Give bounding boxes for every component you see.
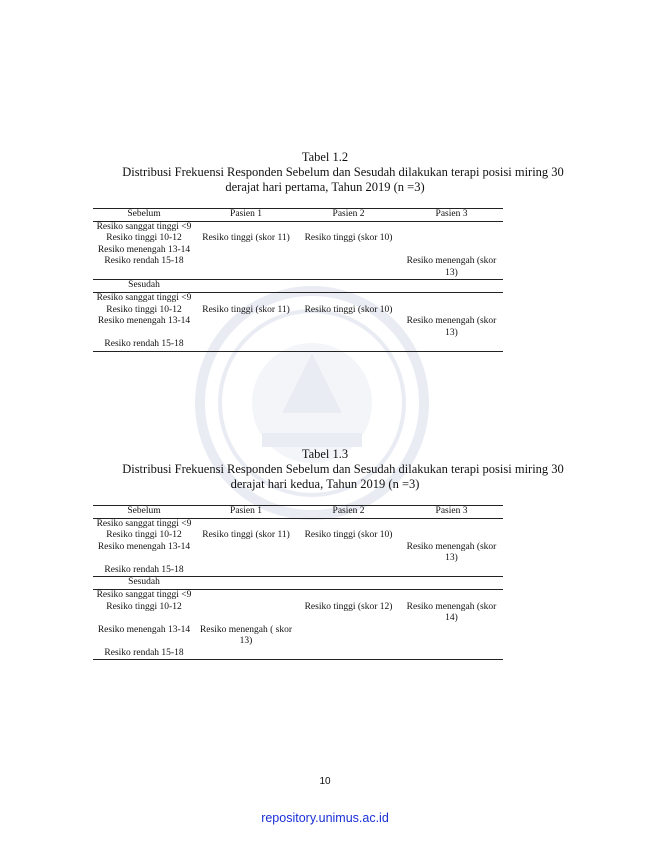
table1: Sebelum Pasien 1 Pasien 2 Pasien 3 Resik…	[93, 208, 503, 352]
cell-value: Resiko tinggi (skor 10)	[304, 304, 393, 315]
row-label: Resiko tinggi 10-12	[106, 233, 182, 243]
row-label: Resiko sanggat tinggi <9	[96, 590, 192, 600]
table-row: Resiko rendah 15-18	[93, 564, 503, 577]
row-label: Resiko menengah 13-14	[97, 624, 191, 635]
row-label: Resiko sanggat tinggi <9	[96, 221, 192, 232]
row-label: Resiko menengah 13-14	[97, 244, 191, 255]
table-row: Resiko tinggi 10-12 Resiko tinggi (skor …	[93, 305, 503, 317]
row-label: Resiko menengah 13-14	[97, 541, 191, 552]
cell-value: Resiko menengah (skor 13)	[400, 256, 503, 280]
table-row: Resiko tinggi 10-12 Resiko tinggi (skor …	[93, 233, 503, 245]
table-row: Resiko sanggat tinggi <9	[93, 590, 503, 602]
cell-value: Resiko menengah (skor 13)	[406, 316, 497, 338]
section-label: Sesudah	[93, 279, 195, 293]
table1-desc-line1: Distribusi Frekuensi Responden Sebelum d…	[122, 165, 564, 179]
cell-value: Resiko tinggi (skor 11)	[202, 530, 290, 540]
row-label: Resiko menengah 13-14	[97, 316, 191, 326]
table2-header-pasien3: Pasien 3	[400, 505, 503, 519]
table-row: Resiko rendah 15-18	[93, 339, 503, 352]
table-row: Resiko menengah 13-14 Resiko menengah ( …	[93, 625, 503, 648]
table2-header-pasien1: Pasien 1	[195, 505, 297, 519]
table-row: Resiko sanggat tinggi <9	[93, 518, 503, 530]
table1-header-sebelum: Sebelum	[93, 208, 195, 222]
table-row: Resiko menengah 13-14	[93, 245, 503, 257]
row-label: Resiko tinggi 10-12	[106, 304, 182, 315]
table2-header-sebelum: Sebelum	[93, 505, 195, 519]
table1-header-pasien1: Pasien 1	[195, 208, 297, 222]
row-label: Resiko rendah 15-18	[93, 647, 195, 660]
table1-section-sesudah: Sesudah	[93, 279, 503, 293]
row-label: Resiko rendah 15-18	[93, 256, 195, 280]
table-row: Resiko rendah 15-18 Resiko menengah (sko…	[93, 256, 503, 280]
cell-value: Resiko tinggi (skor 11)	[202, 304, 290, 315]
row-label: Resiko tinggi 10-12	[106, 530, 182, 540]
table1-header-row: Sebelum Pasien 1 Pasien 2 Pasien 3	[93, 208, 503, 222]
table-row: Resiko sanggat tinggi <9	[93, 293, 503, 305]
cell-value: Resiko tinggi (skor 11)	[202, 233, 290, 243]
table-row: Resiko menengah 13-14 Resiko menengah (s…	[93, 542, 503, 565]
cell-value: Resiko tinggi (skor 10)	[304, 530, 393, 540]
table-row: Resiko tinggi 10-12 Resiko tinggi (skor …	[93, 602, 503, 625]
row-label: Resiko rendah 15-18	[93, 564, 195, 577]
row-label: Resiko tinggi 10-12	[106, 601, 182, 612]
section-label: Sesudah	[93, 576, 195, 590]
cell-value: Resiko tinggi (skor 10)	[304, 233, 393, 243]
cell-value: Resiko menengah ( skor 13)	[199, 624, 293, 647]
table2-desc-line1: Distribusi Frekuensi Responden Sebelum d…	[122, 462, 564, 476]
table2-caption: Tabel 1.3 Distribusi Frekuensi Responden…	[0, 447, 650, 492]
table1-header-pasien2: Pasien 2	[297, 208, 400, 222]
row-label: Resiko sanggat tinggi <9	[96, 293, 192, 303]
cell-value: Resiko menengah (skor 13)	[406, 541, 497, 564]
table1-desc-line2: derajat hari pertama, Tahun 2019 (n =3)	[225, 180, 425, 194]
table2-header-pasien2: Pasien 2	[297, 505, 400, 519]
cell-value: Resiko tinggi (skor 12)	[304, 601, 393, 612]
table-row: Resiko rendah 15-18	[93, 647, 503, 660]
table-row: Resiko sanggat tinggi <9	[93, 221, 503, 233]
cell-value: Resiko menengah (skor 14)	[406, 601, 497, 624]
table2-title: Tabel 1.3	[301, 447, 349, 461]
table2-section-sesudah: Sesudah	[93, 576, 503, 590]
table2-desc-line2: derajat hari kedua, Tahun 2019 (n =3)	[230, 477, 420, 491]
repository-link[interactable]: repository.unimus.ac.id	[261, 811, 389, 825]
table-row: Resiko tinggi 10-12 Resiko tinggi (skor …	[93, 530, 503, 542]
table2: Sebelum Pasien 1 Pasien 2 Pasien 3 Resik…	[93, 505, 503, 660]
table-row: Resiko menengah 13-14 Resiko menengah (s…	[93, 316, 503, 339]
page-number: 10	[319, 776, 331, 787]
row-label: Resiko sanggat tinggi <9	[96, 518, 192, 529]
row-label: Resiko rendah 15-18	[93, 339, 195, 352]
table2-header-row: Sebelum Pasien 1 Pasien 2 Pasien 3	[93, 505, 503, 519]
table1-title: Tabel 1.2	[301, 150, 349, 164]
table1-header-pasien3: Pasien 3	[400, 208, 503, 222]
table1-caption: Tabel 1.2 Distribusi Frekuensi Responden…	[0, 150, 650, 195]
